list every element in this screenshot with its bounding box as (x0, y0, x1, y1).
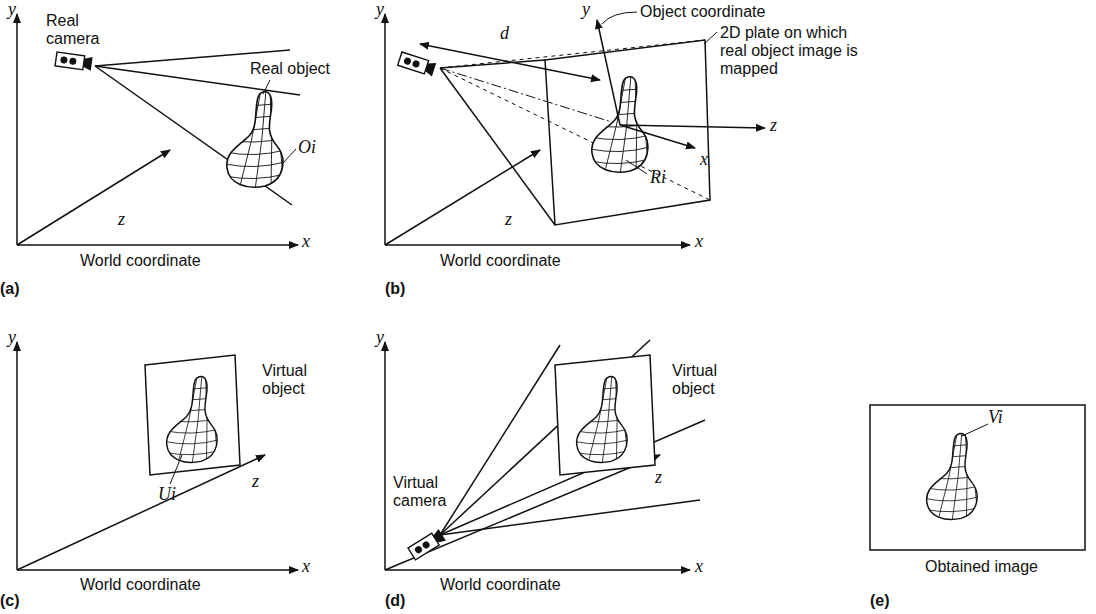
axis-label: x (302, 557, 310, 575)
callout-label: Virtual object (672, 362, 734, 398)
panel-label: (d) (385, 592, 405, 610)
axis-label: Ri (650, 168, 666, 186)
text-label: World coordinate (440, 252, 561, 270)
text-label: Real object (250, 60, 330, 78)
text-label: Object coordinate (640, 3, 765, 21)
axis-label: y (8, 0, 16, 18)
axis-label: z (252, 472, 259, 490)
text-label: World coordinate (80, 576, 201, 594)
text-label: Obtained image (925, 558, 1038, 576)
axis-label: Ui (158, 485, 176, 503)
axis-label: Oi (298, 138, 316, 156)
axis-label: y (8, 328, 16, 346)
text-label: World coordinate (80, 252, 201, 270)
callout-label: Real camera (46, 12, 108, 48)
axis-label: z (118, 210, 125, 228)
axis-label: d (500, 24, 509, 42)
axis-label: z (770, 116, 777, 134)
axis-label: x (695, 557, 703, 575)
axis-label: z (505, 210, 512, 228)
panel-label: (a) (0, 280, 20, 298)
axis-label: y (376, 0, 384, 18)
callout-label: Virtual object (262, 362, 324, 398)
text-label: World coordinate (440, 576, 561, 594)
axis-label: x (695, 232, 703, 250)
callout-label: Virtual camera (393, 474, 455, 510)
axis-label: Vi (988, 408, 1003, 426)
callout-label: 2D plate on which real object image is m… (720, 24, 870, 78)
panel-label: (e) (870, 592, 890, 610)
axis-label: y (582, 0, 590, 18)
axis-label: y (376, 328, 384, 346)
panel-label: (b) (385, 280, 405, 298)
axis-label: z (655, 468, 662, 486)
axis-label: x (700, 150, 708, 168)
panel-label: (c) (0, 592, 20, 610)
axis-label: x (302, 232, 310, 250)
